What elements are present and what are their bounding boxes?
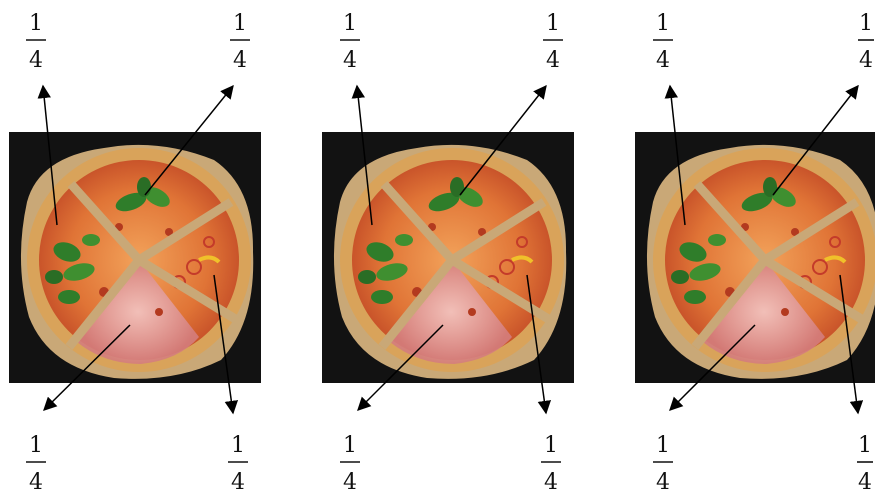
fraction-bottom-left: 1 4 — [340, 433, 360, 493]
fraction-bottom-right: 1 4 — [857, 433, 873, 493]
numerator: 1 — [29, 11, 43, 36]
denominator: 4 — [29, 470, 43, 493]
denominator: 4 — [231, 470, 245, 493]
fraction-top-left: 1 4 — [653, 11, 673, 73]
panel-3: 1 4 1 4 1 4 1 4 — [635, 11, 875, 493]
numerator: 1 — [29, 433, 43, 458]
numerator: 1 — [231, 433, 245, 458]
denominator: 4 — [29, 48, 43, 73]
denominator: 4 — [343, 470, 357, 493]
denominator: 4 — [343, 48, 357, 73]
numerator: 1 — [546, 11, 560, 36]
numerator: 1 — [859, 11, 873, 36]
denominator: 4 — [656, 48, 670, 73]
numerator: 1 — [233, 11, 247, 36]
fraction-bottom-right: 1 4 — [228, 433, 248, 493]
fraction-top-right: 1 4 — [230, 11, 250, 73]
fraction-top-right: 1 4 — [543, 11, 563, 73]
denominator: 4 — [858, 470, 872, 493]
numerator: 1 — [343, 11, 357, 36]
denominator: 4 — [544, 470, 558, 493]
denominator: 4 — [656, 470, 670, 493]
fraction-top-left: 1 4 — [26, 11, 46, 73]
numerator: 1 — [656, 433, 670, 458]
numerator: 1 — [343, 433, 357, 458]
denominator: 4 — [233, 48, 247, 73]
numerator: 1 — [656, 11, 670, 36]
panel-2: 1 4 1 4 1 4 1 4 — [322, 11, 574, 493]
fraction-top-left: 1 4 — [340, 11, 360, 73]
numerator: 1 — [858, 433, 872, 458]
fraction-bottom-left: 1 4 — [26, 433, 46, 493]
fraction-bottom-left: 1 4 — [653, 433, 673, 493]
numerator: 1 — [544, 433, 558, 458]
panel-1: 1 4 1 4 1 4 1 4 — [9, 11, 261, 493]
denominator: 4 — [546, 48, 560, 73]
fraction-bottom-right: 1 4 — [541, 433, 561, 493]
denominator: 4 — [859, 48, 873, 73]
fraction-top-right: 1 4 — [858, 11, 874, 73]
